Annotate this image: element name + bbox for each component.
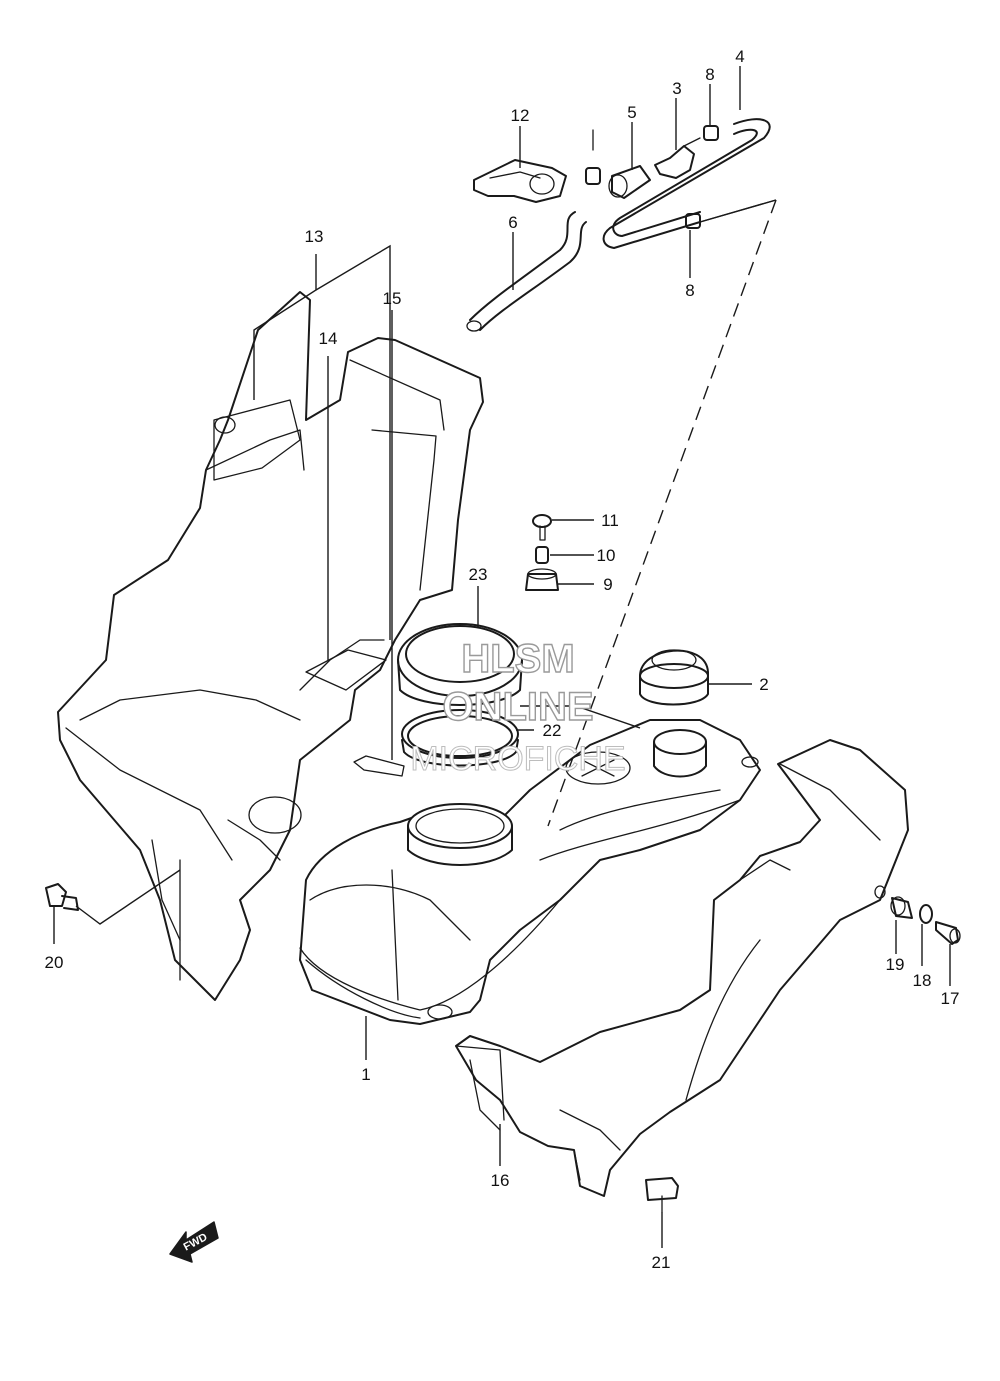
callout-8-upper: 8 <box>705 65 714 84</box>
callout-10: 10 <box>597 546 616 565</box>
callout-15: 15 <box>383 289 402 308</box>
callout-8-lower: 8 <box>685 281 694 300</box>
part-clamp-small <box>585 129 601 185</box>
part-21-push-rivet <box>645 1177 679 1213</box>
part-15-pad <box>353 755 405 777</box>
callout-11: 11 <box>601 511 619 530</box>
part-2-filler-cap <box>639 649 709 706</box>
part-23-lock-ring <box>397 623 523 706</box>
callout-13: 13 <box>305 227 324 246</box>
callout-labels: 1 2 3 4 5 6 8 8 9 10 11 12 13 14 15 16 1… <box>45 47 960 1272</box>
callout-21: 21 <box>652 1253 671 1272</box>
callout-6: 6 <box>508 213 517 232</box>
part-20-bolt <box>45 883 79 911</box>
part-8-clamp-upper <box>703 125 719 141</box>
callout-14: 14 <box>319 329 338 348</box>
callout-16: 16 <box>491 1171 510 1190</box>
watermark-line-1: HLSM <box>461 637 574 681</box>
callout-1: 1 <box>361 1065 370 1084</box>
watermark: HLSM ONLINE MICROFICHE <box>410 636 626 778</box>
part-1-fuel-tank <box>299 719 761 1025</box>
callout-5: 5 <box>627 103 636 122</box>
part-11-screw <box>532 514 552 541</box>
part-17-bolt <box>935 921 961 945</box>
callout-18: 18 <box>913 971 932 990</box>
callout-2: 2 <box>759 675 768 694</box>
watermark-line-3: MICROFICHE <box>410 740 625 778</box>
part-14-decal <box>305 649 387 691</box>
part-3-valve <box>654 137 701 179</box>
part-13-left-cover <box>57 291 484 1001</box>
part-9-grommet <box>525 568 559 591</box>
callout-3: 3 <box>672 79 681 98</box>
callout-9: 9 <box>603 575 612 594</box>
callout-17: 17 <box>941 989 960 1008</box>
fwd-direction-arrow: FWD <box>169 1221 219 1263</box>
part-16-right-cover <box>455 739 909 1197</box>
callout-4: 4 <box>735 47 744 66</box>
part-12-clamp <box>473 159 567 203</box>
part-5-fitting <box>608 165 651 199</box>
callout-23: 23 <box>469 565 488 584</box>
part-4-hose <box>602 118 771 249</box>
callout-12: 12 <box>511 106 530 125</box>
callout-19: 19 <box>886 955 905 974</box>
watermark-line-2: ONLINE <box>442 685 593 729</box>
callout-22: 22 <box>543 721 562 740</box>
part-19-collar <box>890 896 913 919</box>
leader-lines <box>53 66 951 1248</box>
part-22-gasket <box>401 709 519 767</box>
part-10-collar <box>535 546 549 564</box>
part-18-washer <box>919 904 933 924</box>
callout-20: 20 <box>45 953 64 972</box>
part-6-hose <box>466 211 587 332</box>
